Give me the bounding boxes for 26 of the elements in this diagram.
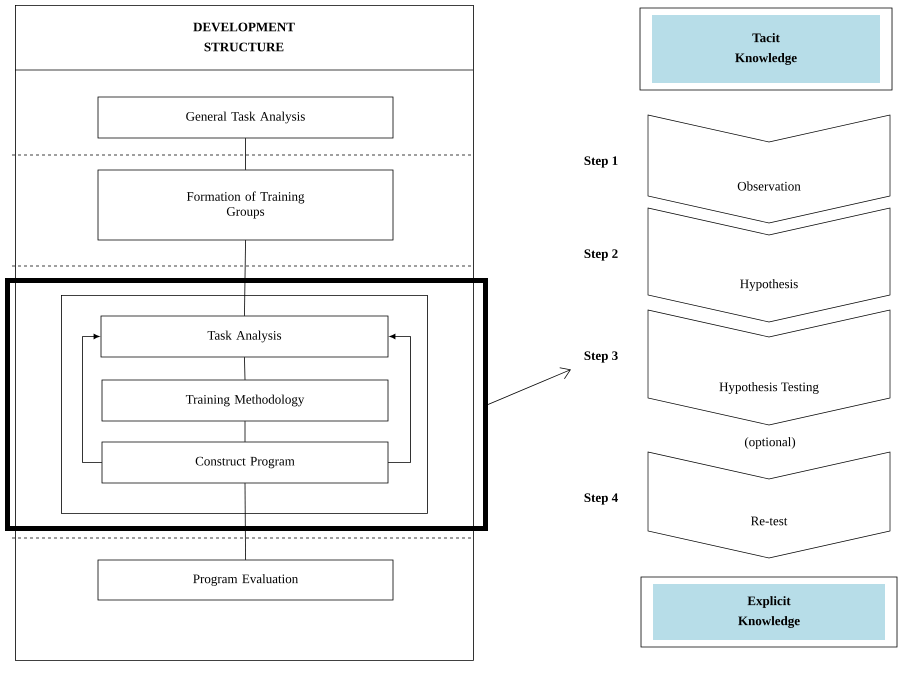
process-box: Construct Program (102, 442, 388, 484)
note-label: (optional) (744, 437, 796, 449)
process-box: General Task Analysis (98, 96, 394, 138)
connector (488, 367, 571, 405)
step-box: Re-test (648, 452, 890, 558)
step-label: Step 3 (584, 351, 618, 363)
connector (244, 483, 246, 560)
knowledge-box: Tacit Knowledge (640, 8, 892, 90)
step-box: Hypothesis (648, 208, 890, 322)
connector (388, 334, 411, 463)
connector (244, 421, 246, 442)
process-box: Task Analysis (100, 316, 388, 358)
step-box: Hypothesis Testing (648, 310, 890, 426)
step-label: Step 4 (584, 493, 618, 505)
step-label: Step 1 (584, 156, 618, 168)
connector (244, 240, 246, 316)
connector (244, 357, 246, 380)
process-box: Program Evaluation (98, 560, 394, 600)
connector (82, 334, 102, 463)
process-box: Formation of Training Groups (98, 170, 394, 240)
step-label: Step 2 (584, 249, 618, 261)
connector (245, 138, 246, 170)
process-box: Training Methodology (102, 380, 388, 422)
highlight-frame (5, 278, 488, 531)
knowledge-box: Explicit Knowledge (640, 576, 898, 648)
step-box: Observation (648, 114, 890, 224)
